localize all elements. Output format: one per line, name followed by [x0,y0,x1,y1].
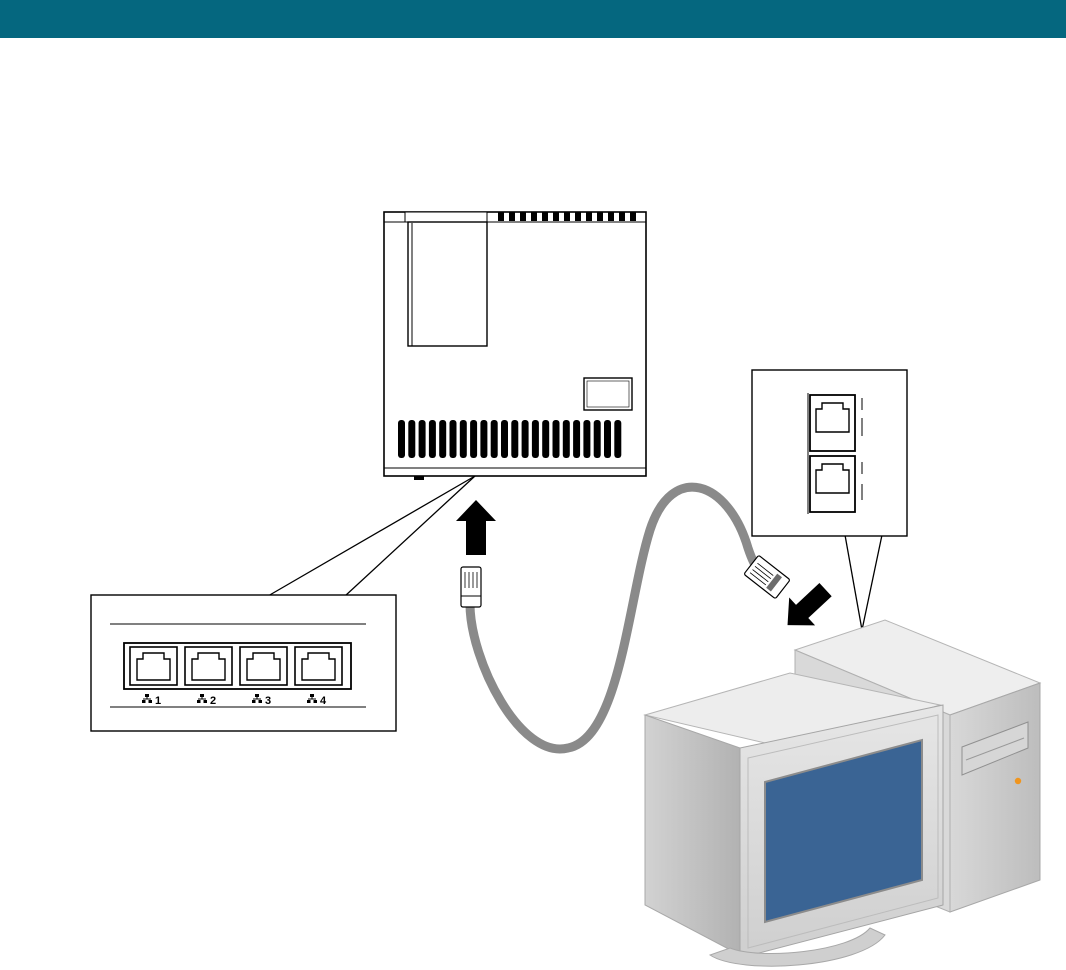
switch-port-label: 1 [155,695,161,707]
switch-port-label: 3 [265,695,271,707]
rj45-plug-router [461,567,481,607]
power-led [1015,778,1021,784]
arrow-to-router [456,500,496,555]
switch-port-label: 4 [320,695,327,707]
pc-monitor [645,673,943,966]
switch-port-label: 2 [210,695,216,707]
switch-port-callout: 1 2 3 4 [91,476,475,731]
router-device [384,212,646,480]
